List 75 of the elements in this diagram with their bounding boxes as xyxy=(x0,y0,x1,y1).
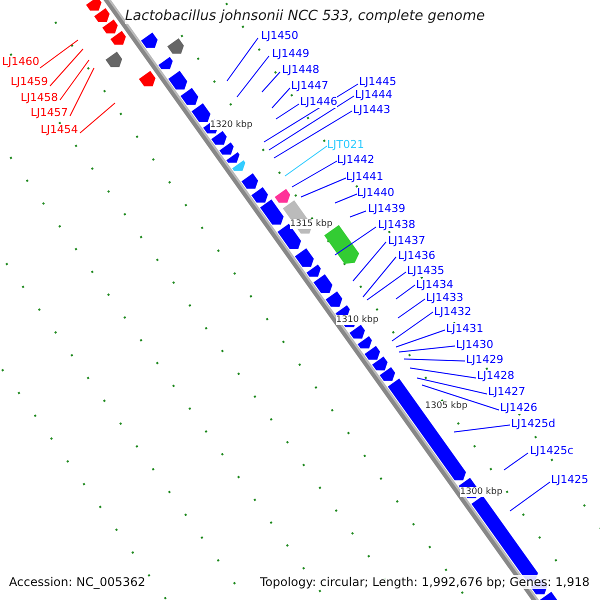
scale-tick-label: 1300 kbp xyxy=(460,487,502,497)
gene-label: LJ1428 xyxy=(477,370,514,382)
gene-label: LJ1434 xyxy=(416,279,454,291)
leader-line xyxy=(80,102,116,134)
gene-label: LJ1454 xyxy=(40,124,78,136)
gene-label: LJ1460 xyxy=(2,56,40,68)
gene-label: LJ1427 xyxy=(488,386,526,398)
leader-line xyxy=(226,38,258,82)
leader-line xyxy=(334,226,376,256)
leader-line xyxy=(416,378,488,394)
gene-label: LJ1425d xyxy=(511,418,556,430)
leader-line xyxy=(60,60,90,100)
gene-label: LJ1430 xyxy=(456,339,494,351)
gene-label: LJ1450 xyxy=(261,30,298,42)
leader-line xyxy=(510,482,550,512)
leader-line xyxy=(392,312,434,342)
gene-label: LJ1435 xyxy=(407,265,444,277)
scale-tick-label: 1305 kbp xyxy=(425,401,468,411)
leader-line xyxy=(396,284,416,300)
gene-label: LJ1440 xyxy=(357,187,394,199)
leader-line xyxy=(404,358,466,362)
leader-line xyxy=(274,110,352,158)
gene-label: LJT021 xyxy=(327,139,364,151)
leader-line xyxy=(40,40,78,68)
leader-line xyxy=(50,48,84,86)
gene-label: LJ1437 xyxy=(388,235,426,247)
gene-label: LJ1438 xyxy=(378,219,416,231)
gene-label: LJ1442 xyxy=(337,154,374,166)
gene-label: LJ1432 xyxy=(434,306,472,318)
leader-line xyxy=(422,384,500,410)
gene-label: LJ1431 xyxy=(446,323,484,335)
leader-line xyxy=(504,452,528,470)
scale-tick-label: 1310 kbp xyxy=(336,315,378,325)
scale-tick-label: 1315 kbp xyxy=(290,219,332,229)
gene-label: LJ1425 xyxy=(551,474,588,486)
leader-line xyxy=(352,242,386,282)
gene-label: LJ1441 xyxy=(346,171,384,183)
leader-line xyxy=(396,330,446,348)
gene-label: LJ1436 xyxy=(398,250,436,262)
leader-line xyxy=(262,72,280,92)
info-text: Accession: NC_005362 xyxy=(9,575,146,589)
leader-line xyxy=(276,104,300,120)
gene-label: LJ1459 xyxy=(10,76,48,88)
info-text: Topology: circular; Length: 1,992,676 bp; Genes: 1,918 xyxy=(260,575,590,589)
gene-label: LJ1448 xyxy=(282,64,320,76)
leader-line xyxy=(284,146,328,176)
leader-line xyxy=(268,96,354,150)
gene-label: LJ1445 xyxy=(359,76,396,88)
leader-line xyxy=(334,194,358,204)
leader-line xyxy=(70,68,94,116)
leader-line xyxy=(410,368,476,378)
gene-label: LJ1446 xyxy=(300,96,338,108)
gene-label: LJ1458 xyxy=(20,92,58,104)
leader-line xyxy=(362,256,396,298)
leader-line xyxy=(292,160,338,188)
gene-label: LJ1444 xyxy=(355,89,392,101)
scale-tick-label: 1320 kbp xyxy=(210,120,252,130)
leader-line xyxy=(300,178,346,198)
gene-label: LJ1449 xyxy=(272,48,310,60)
gene-label: LJ1426 xyxy=(500,402,538,414)
gene-label: LJ1433 xyxy=(426,292,464,304)
leader-line xyxy=(398,298,426,318)
leader-line xyxy=(366,272,406,300)
gene-label: LJ1447 xyxy=(291,80,328,92)
gene-label: LJ1425c xyxy=(530,445,574,457)
leader-line xyxy=(272,88,290,108)
leader-line xyxy=(454,424,510,432)
leader-line xyxy=(350,210,366,218)
gene-label: LJ1457 xyxy=(30,107,68,119)
gene-label: LJ1429 xyxy=(466,354,504,366)
leader-line xyxy=(236,56,270,98)
gene-label: LJ1439 xyxy=(368,203,406,215)
leader-line xyxy=(398,346,456,352)
title: Lactobacillus johnsonii NCC 533, complete genome xyxy=(125,8,485,24)
gene-label: LJ1443 xyxy=(353,104,390,116)
